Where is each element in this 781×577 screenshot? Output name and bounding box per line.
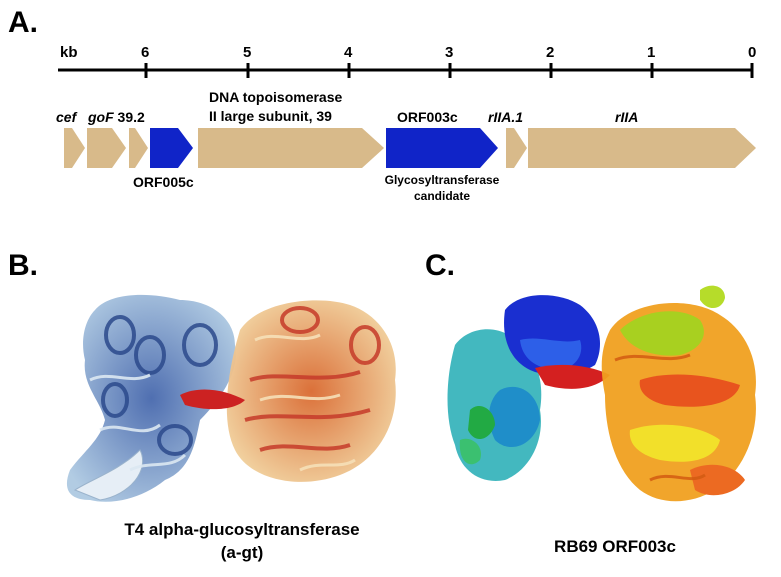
tick-label-6: 6	[141, 44, 149, 61]
panel-c-letter: C.	[425, 249, 455, 282]
tick-label-1: 1	[647, 44, 655, 61]
gene-arrow-gof	[87, 128, 126, 168]
tick-label-0: 0	[748, 44, 756, 61]
scale-unit-label: kb	[60, 44, 78, 61]
scale-ticks	[144, 63, 754, 78]
orf003c-annotation-line2: candidate	[414, 189, 470, 203]
caption-b-line1: T4 alpha-glucosyltransferase	[124, 520, 359, 539]
tick-label-4: 4	[344, 44, 353, 61]
protein-structure-rb69-orf003c	[447, 285, 756, 502]
gene-arrow-rlla	[528, 128, 756, 168]
panel-b-letter: B.	[8, 249, 38, 282]
gene-label-orf003c: ORF003c	[397, 109, 458, 125]
caption-b-line2: (a-gt)	[221, 543, 263, 562]
gene-label-rlla1: rIIA.1	[488, 109, 523, 125]
gene-arrow-orf005c	[150, 128, 193, 168]
gene-label-topoisomerase-line1: DNA topoisomerase	[209, 89, 343, 105]
tick-label-3: 3	[445, 44, 453, 61]
gene-arrow-rlla1	[506, 128, 527, 168]
gene-label-topoisomerase-line2: II large subunit, 39	[209, 108, 332, 124]
gene-arrow-39-2	[129, 128, 148, 168]
gene-arrow-topoisomerase	[198, 128, 384, 168]
gene-map	[64, 128, 756, 168]
gene-label-gof: goF 39.2	[87, 109, 145, 125]
tick-label-2: 2	[546, 44, 554, 61]
kb-scale: kb 6 5 4 3 2 1 0	[58, 44, 756, 78]
tick-label-5: 5	[243, 44, 251, 61]
gene-label-orf005c: ORF005c	[133, 174, 194, 190]
panel-a-letter: A.	[8, 6, 38, 39]
caption-c: RB69 ORF003c	[554, 537, 676, 556]
protein-structure-t4-agt	[66, 294, 396, 502]
gene-arrow-cef	[64, 128, 85, 168]
orf003c-annotation-line1: Glycosyltransferase	[385, 173, 500, 187]
gene-label-cef: cef	[56, 109, 78, 125]
gene-arrow-orf003c	[386, 128, 498, 168]
gene-label-rlla: rIIA	[615, 109, 638, 125]
